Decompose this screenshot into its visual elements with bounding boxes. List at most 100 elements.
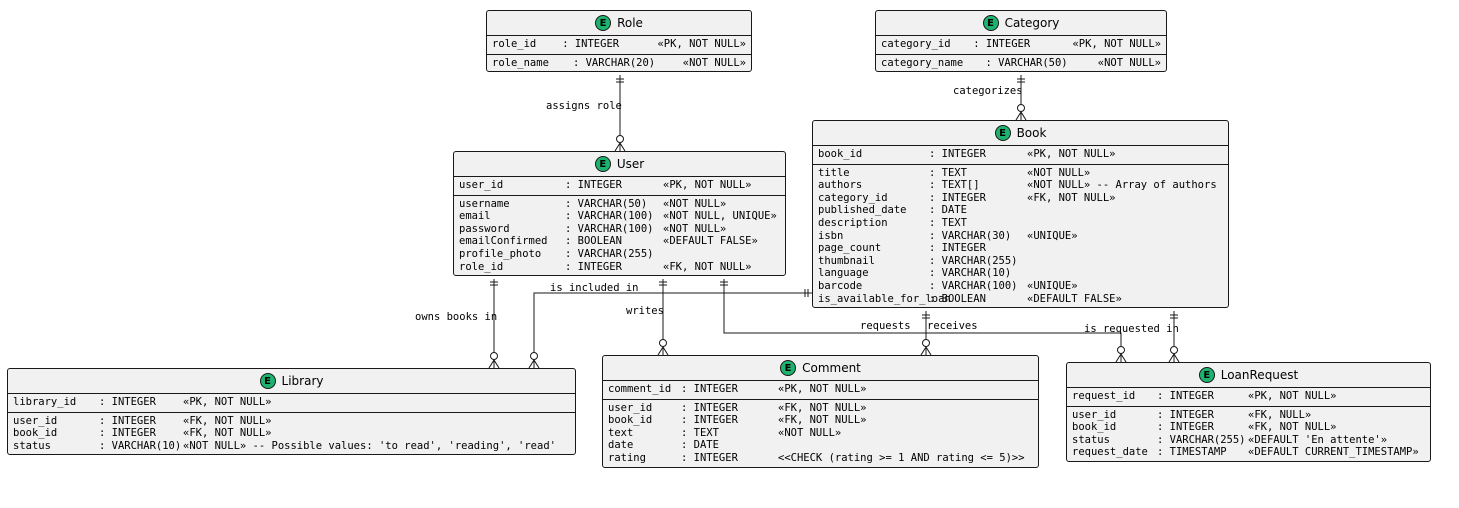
attribute-name: role_name <box>492 56 549 69</box>
attribute-constraint: «PK, NOT NULL» <box>1248 390 1337 402</box>
attribute-type: : INTEGER <box>681 401 738 414</box>
attribute-row-username: username: VARCHAR(50)«NOT NULL» <box>459 198 780 211</box>
attribute-row-email: email : VARCHAR(100) «NOT NULL, UNIQUE» <box>459 210 780 223</box>
attribute-row-category-id: category_id: INTEGER«PK, NOT NULL» <box>881 38 1161 51</box>
attribute-row-isbn: isbn: VARCHAR(30)«UNIQUE» <box>818 230 1223 243</box>
attribute-name: thumbnail <box>818 254 875 267</box>
attribute-type: : INTEGER <box>929 148 986 160</box>
attribute-name: user_id <box>13 414 58 427</box>
attribute-type: : INTEGER <box>681 414 738 427</box>
attribute-row-description: description: TEXT <box>818 217 1223 230</box>
attribute-type: : TEXT[] <box>929 179 980 192</box>
primary-key-section: library_id: INTEGER«PK, NOT NULL» <box>8 393 575 412</box>
attribute-name: username <box>459 197 510 210</box>
attribute-name: request_id <box>1072 390 1136 402</box>
attribute-name: book_id <box>608 414 653 427</box>
label-requests: requests <box>860 320 911 332</box>
attribute-constraint: «NOT NULL, UNIQUE» <box>663 210 777 223</box>
attribute-row-book-id: book_id: INTEGER«FK, NOT NULL» <box>1072 421 1425 434</box>
attribute-row-library-id: library_id: INTEGER«PK, NOT NULL» <box>13 396 570 409</box>
entity-icon: E <box>994 125 1011 141</box>
crow-foot <box>657 346 664 356</box>
attribute-constraint: «FK, NULL» <box>1248 408 1312 421</box>
attribute-row-book-id: book_id: INTEGER«FK, NOT NULL» <box>13 427 570 440</box>
attribute-type: : VARCHAR(100) <box>565 210 654 223</box>
attribute-name: language <box>818 267 869 280</box>
attributes-section: title: TEXT«NOT NULL»authors: TEXT[]«NOT… <box>813 163 1228 308</box>
attribute-row-request-id: request_id : INTEGER «PK, NOT NULL» <box>1072 390 1425 403</box>
attribute-constraint: «PK, NOT NULL» <box>663 179 752 191</box>
attribute-name: user_id <box>608 401 653 414</box>
attribute-row-thumbnail: thumbnail: VARCHAR(255) <box>818 255 1223 268</box>
primary-key-section: user_id: INTEGER«PK, NOT NULL» <box>454 176 785 195</box>
attribute-type: : VARCHAR(10) <box>99 439 182 452</box>
entity-icon: E <box>1198 367 1215 383</box>
zero-marker <box>530 352 538 360</box>
attribute-row-is-available-for-loan: is_available_for_loan: BOOLEAN«DEFAULT F… <box>818 293 1223 306</box>
zero-marker <box>490 352 498 360</box>
attribute-constraint: «PK, NOT NULL» <box>657 38 746 50</box>
crow-foot <box>619 142 626 152</box>
attribute-type: : INTEGER <box>1157 390 1214 402</box>
attribute-name: page_count <box>818 242 882 255</box>
zero-marker <box>922 339 930 347</box>
attribute-name: book_id <box>1072 421 1117 434</box>
attribute-constraint: «UNIQUE» <box>1027 229 1078 242</box>
attribute-row-request-date: request_date: TIMESTAMP«DEFAULT CURRENT_… <box>1072 446 1425 459</box>
attributes-section: username: VARCHAR(50)«NOT NULL»email : VA… <box>454 194 785 276</box>
attribute-constraint: «NOT NULL» -- Array of authors <box>1027 179 1217 192</box>
crow-foot <box>528 359 535 369</box>
attribute-name: status <box>1072 433 1110 446</box>
attribute-constraint: «NOT NULL» <box>778 426 842 439</box>
entity-icon: E <box>595 15 612 31</box>
zero-marker <box>616 135 624 143</box>
attribute-name: comment_id <box>608 383 672 395</box>
attribute-row-book-id: book_id: INTEGER«FK, NOT NULL» <box>608 414 1033 427</box>
entity-category[interactable]: E Category category_id: INTEGER«PK, NOT NU… <box>875 10 1167 73</box>
label-categorizes: categorizes <box>953 85 1023 97</box>
attribute-type: : VARCHAR(255) <box>1157 433 1246 446</box>
attribute-row-role-id: role_id: INTEGER«PK, NOT NULL» <box>492 38 746 51</box>
attribute-type: : DATE <box>929 204 967 217</box>
entity-name: Category <box>1004 16 1060 30</box>
attribute-name: category_id <box>818 191 888 204</box>
entity-icon: E <box>594 156 611 172</box>
entity-icon: E <box>982 15 999 31</box>
entity-name: Book <box>1016 126 1047 140</box>
crow-foot <box>533 359 540 369</box>
attribute-type: : INTEGER <box>681 383 738 395</box>
attribute-name: email <box>459 210 491 223</box>
attribute-constraint: «FK, NOT NULL» <box>663 260 752 273</box>
crow-foot <box>1120 353 1127 363</box>
attribute-name: barcode <box>818 279 863 292</box>
attribute-type: : VARCHAR(10) <box>929 267 1012 280</box>
attribute-row-language: language : VARCHAR(10) <box>818 267 1223 280</box>
zero-marker <box>1170 346 1178 354</box>
attribute-row-user-id: user_id: INTEGER«FK, NOT NULL» <box>13 415 570 428</box>
primary-key-section: role_id: INTEGER«PK, NOT NULL» <box>487 35 751 54</box>
attribute-constraint: «NOT NULL» <box>1097 56 1161 69</box>
attribute-name: profile_photo <box>459 247 542 260</box>
attribute-constraint: «NOT NULL» -- Possible values: 'to read'… <box>183 439 556 452</box>
attribute-row-emailconfirmed: emailConfirmed: BOOLEAN«DEFAULT FALSE» <box>459 235 780 248</box>
primary-key-section: category_id: INTEGER«PK, NOT NULL» <box>876 35 1166 54</box>
attribute-constraint: «NOT NULL» <box>1027 166 1091 179</box>
entity-name: Comment <box>802 361 861 375</box>
attribute-row-role-id: role_id: INTEGER«FK, NOT NULL» <box>459 261 780 274</box>
attribute-row-category-id: category_id: INTEGER«FK, NOT NULL» <box>818 192 1223 205</box>
attribute-type: : BOOLEAN <box>565 235 622 248</box>
attribute-constraint: «FK, NOT NULL» <box>778 401 867 414</box>
entity-name: Library <box>281 374 324 388</box>
entity-name: User <box>616 157 645 171</box>
attribute-name: emailConfirmed <box>459 235 548 248</box>
attribute-row-user-id: user_id: INTEGER«FK, NULL» <box>1072 409 1425 422</box>
